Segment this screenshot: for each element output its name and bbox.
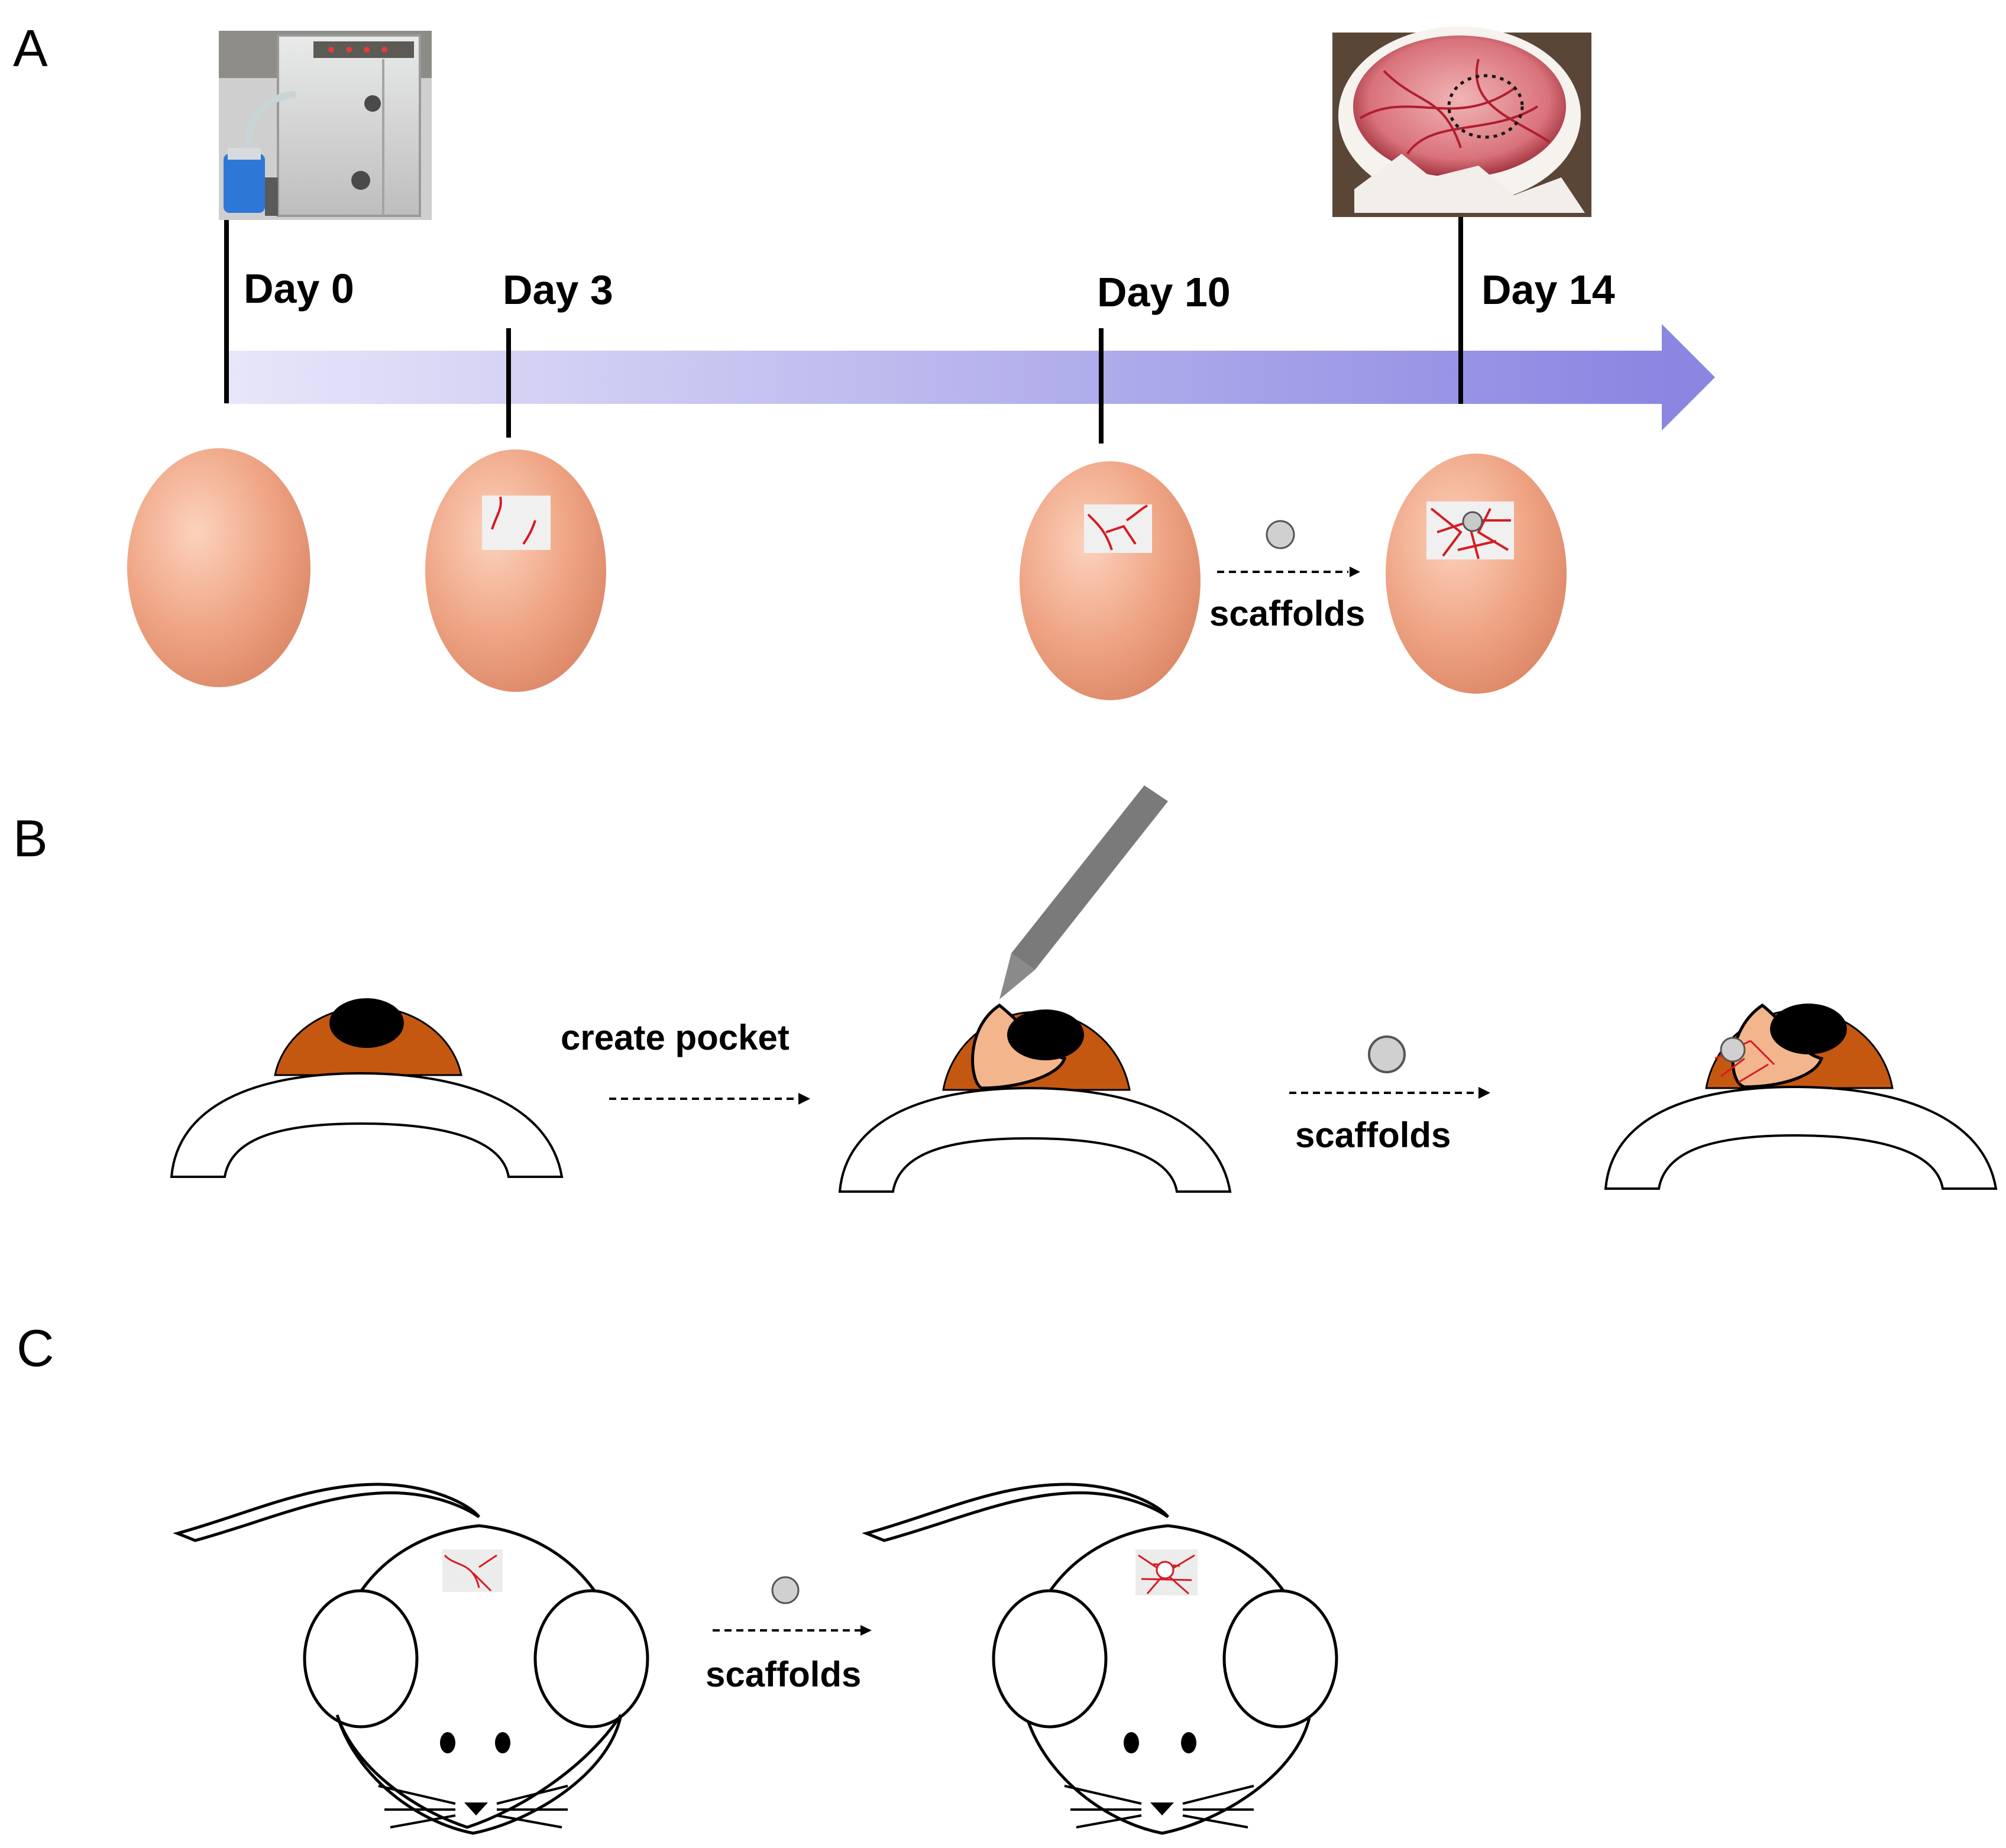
- mouse-1-eye-left: [440, 1732, 455, 1753]
- egg-day0: [127, 448, 310, 687]
- arrow-a-head: [1350, 567, 1360, 577]
- incubator-photo: [219, 31, 432, 220]
- eye-2: [838, 1003, 1232, 1193]
- eye-3: [1604, 1003, 1998, 1190]
- scaffold-c: [771, 1576, 800, 1604]
- mouse-2-nose: [1150, 1802, 1174, 1815]
- mouse-1-eye-right: [495, 1732, 510, 1753]
- panel-label-c: C: [17, 1319, 54, 1377]
- egg-day14: [1386, 454, 1567, 694]
- panel-label-b: B: [13, 809, 48, 868]
- mouse-2-eye-left: [1124, 1732, 1139, 1753]
- scaffolds-label-c: scaffolds: [706, 1655, 861, 1694]
- mouse-1: [173, 1483, 649, 1835]
- scaffold-a: [1266, 520, 1295, 549]
- arrow-c-head: [860, 1625, 872, 1636]
- day-label-10: Day 10: [1097, 269, 1231, 315]
- scaffolds-label-a: scaffolds: [1209, 594, 1365, 633]
- mouse-2-graft: [1135, 1549, 1198, 1595]
- mouse-1-whiskers: [378, 1785, 568, 1828]
- scalpel-icon: [999, 785, 1168, 999]
- scaffold-b: [1368, 1035, 1406, 1073]
- mouse-2-whiskers: [1064, 1785, 1254, 1828]
- day-label-3: Day 3: [503, 267, 613, 313]
- arrow-b1-head: [798, 1093, 810, 1105]
- create-pocket-label: create pocket: [561, 1018, 790, 1057]
- egg-day10: [1020, 461, 1201, 700]
- cam-membrane-photo: [1332, 27, 1591, 217]
- scaffolds-label-b: scaffolds: [1295, 1115, 1451, 1155]
- day-label-0: Day 0: [244, 266, 354, 312]
- eye-1: [170, 998, 564, 1178]
- timeline-arrow: [225, 324, 1715, 431]
- panel-label-a: A: [13, 19, 48, 77]
- mouse-1-graft: [442, 1549, 503, 1592]
- mouse-2: [862, 1483, 1338, 1835]
- mouse-1-nose: [464, 1802, 488, 1815]
- arrow-b2-head: [1478, 1087, 1490, 1099]
- egg-day3: [425, 449, 606, 692]
- day-label-14: Day 14: [1481, 267, 1615, 313]
- mouse-2-eye-right: [1181, 1732, 1196, 1753]
